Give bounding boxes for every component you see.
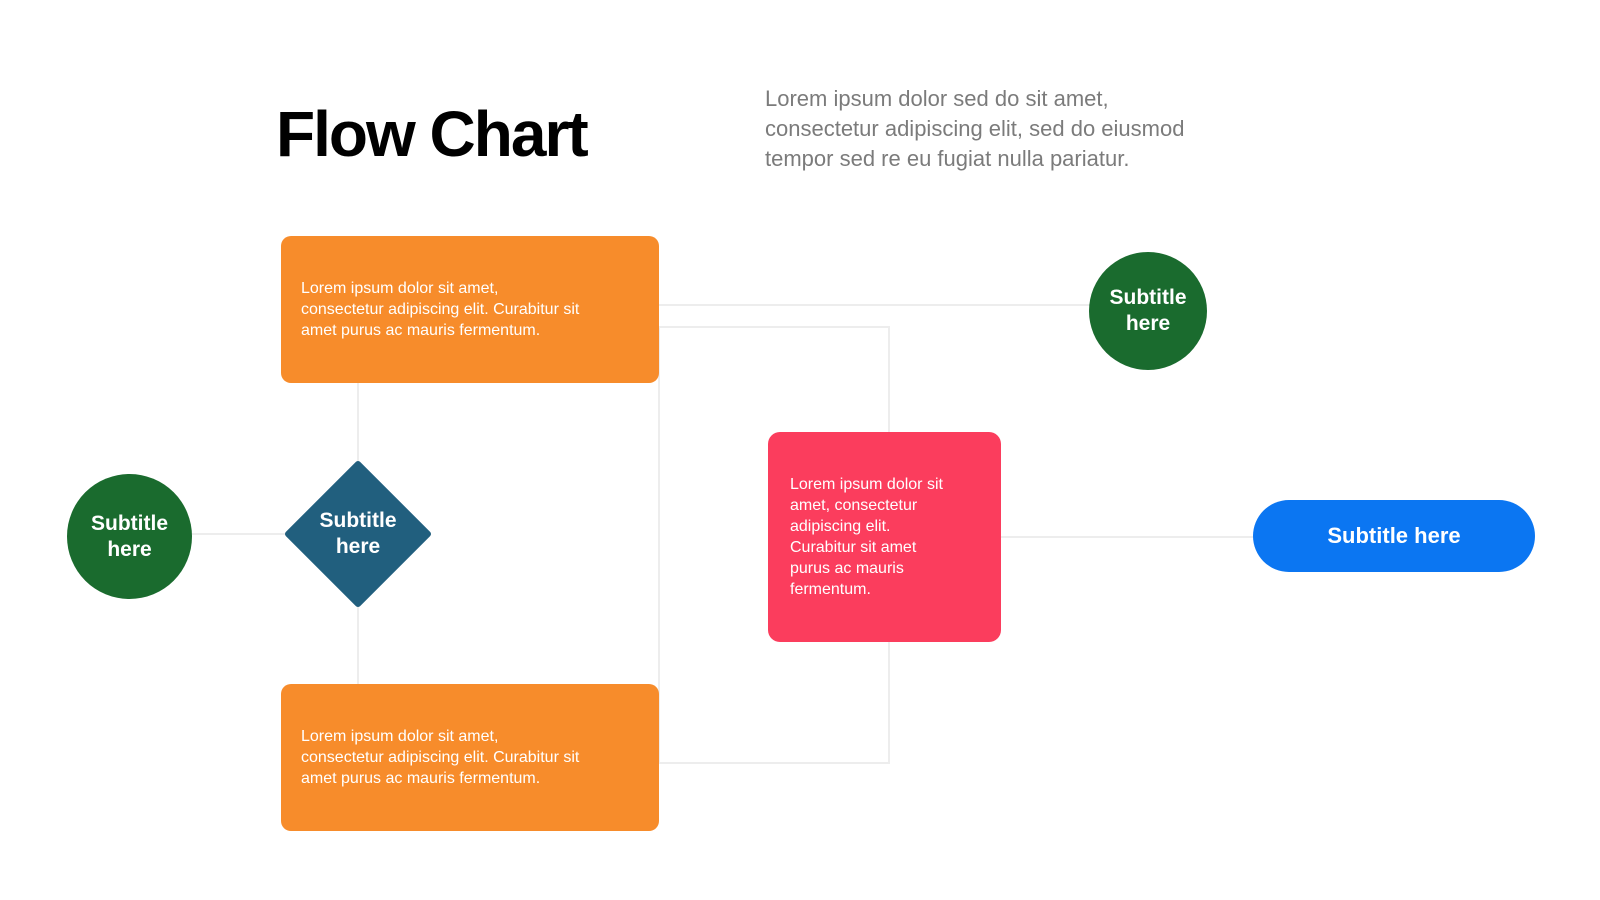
page-description: Lorem ipsum dolor sed do sit amet, conse… [765, 86, 1185, 171]
decision-diamond-label: Subtitle here [319, 509, 397, 558]
terminal-circle-right: Subtitle here [1089, 252, 1207, 370]
process-box-orange-bottom-text: Lorem ipsum dolor sit amet, consectetur … [301, 728, 580, 787]
process-card-red: Lorem ipsum dolor sit amet, consectetur … [768, 432, 1001, 642]
terminal-circle-left-label: Subtitle here [91, 511, 168, 561]
terminal-pill-blue-label: Subtitle here [1327, 523, 1461, 548]
terminal-pill-blue: Subtitle here [1253, 500, 1535, 572]
process-box-orange-top: Lorem ipsum dolor sit amet, consectetur … [281, 236, 659, 383]
process-box-orange-top-text: Lorem ipsum dolor sit amet, consectetur … [301, 280, 580, 339]
terminal-circle-left: Subtitle here [67, 474, 192, 599]
connector-circle-left-to-diamond [130, 533, 300, 535]
process-box-orange-bottom: Lorem ipsum dolor sit amet, consectetur … [281, 684, 659, 831]
connector-orange-top-to-circle-right [658, 304, 1148, 306]
decision-diamond: Subtitle here [283, 459, 433, 609]
terminal-circle-right-label: Subtitle here [1109, 286, 1187, 335]
process-card-red-text: Lorem ipsum dolor sit amet, consectetur … [790, 476, 943, 598]
page-title: Flow Chart [276, 98, 589, 170]
connector-red-card-to-pill [1001, 536, 1261, 538]
